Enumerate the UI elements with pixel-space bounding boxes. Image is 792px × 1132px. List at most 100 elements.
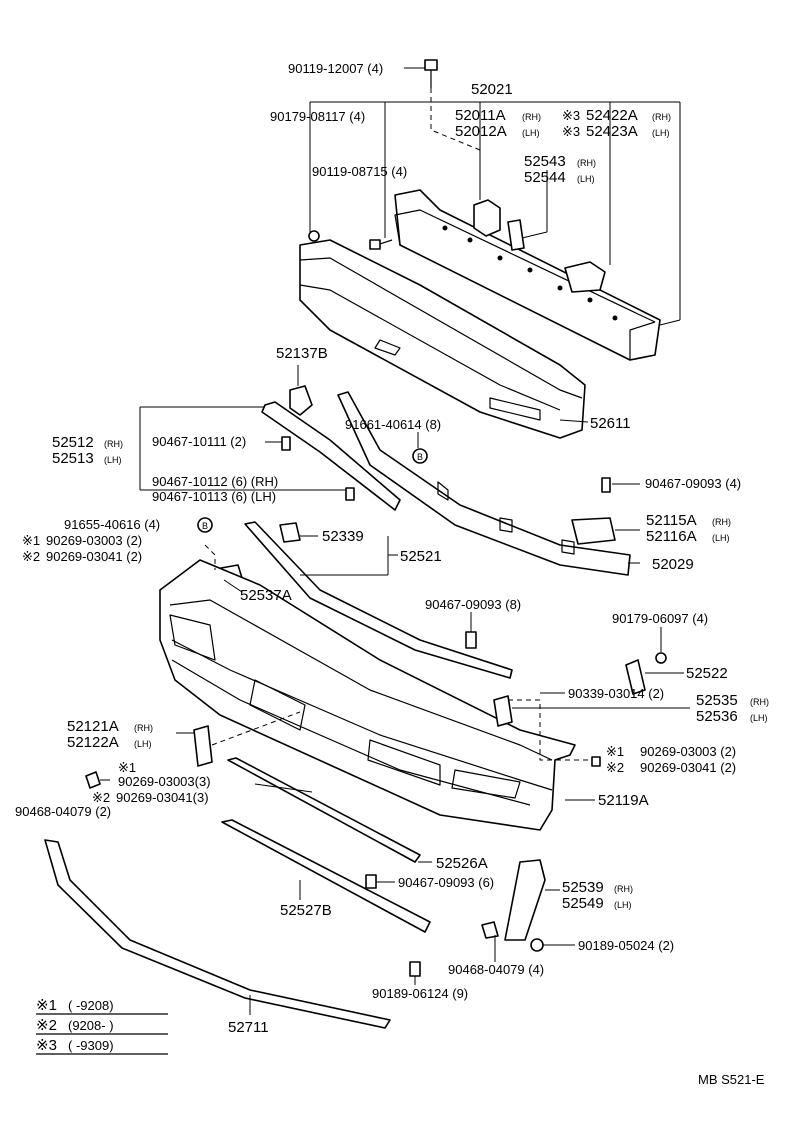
label-52011a: 52011A [455,107,506,124]
label-52422a: 52422A [586,107,638,124]
bracket-52115a [571,517,616,545]
clip-91661-40614: B [412,448,428,464]
label-52137b: 52137B [276,345,328,362]
label-52116a: 52116A [646,528,697,545]
legend: ※1 ( -9208) ※2 (9208- ) ※3 ( -9309) [36,997,168,1055]
label-52549: 52549 [562,895,604,912]
mark-b-label-2: B [202,521,208,531]
label-52543: 52543 [524,153,566,170]
label-90269-03041-b: 90269-03041(3) [116,790,209,805]
legend-range-1: ( -9208) [68,998,114,1013]
part-labels: 90119-12007 (4) 52021 90179-08117 (4) 52… [15,61,769,1036]
label-52121a: 52121A [67,718,119,735]
label-90467-09093-c: 90467-09093 (6) [398,875,494,890]
bracket-52422a [564,261,606,293]
legend-range-3: ( -9309) [68,1038,114,1053]
label-52527b: 52527B [280,902,332,919]
label-star1-a: ※1 [22,533,40,548]
retainer-52512 [261,401,401,511]
screw-90189-05024 [530,938,544,952]
clip-90467-09093-b [465,631,477,649]
label-52513-side: (LH) [104,455,122,465]
label-91661-40614: 91661-40614 (8) [345,417,441,432]
reinforcement-52526a [227,757,421,863]
label-91655-40616: 91655-40616 (4) [64,517,160,532]
label-52116a-side: (LH) [712,533,730,543]
label-52611: 52611 [590,415,631,432]
label-star3-a: ※3 [562,108,580,123]
label-52536: 52536 [696,708,738,725]
label-52121a-side: (RH) [134,723,153,733]
label-90467-10113: 90467-10113 (6) (LH) [152,489,276,504]
legend-range-2: (9208- ) [68,1018,114,1033]
bumper-reinforcement-52021 [394,189,661,361]
bracket-52522 [625,659,646,695]
bolt-90119-08715 [369,239,393,250]
bracket-52535 [493,695,513,727]
label-90339-03014: 90339-03014 (2) [568,686,664,701]
label-52115a: 52115A [646,512,697,529]
label-star2-b: ※2 [92,790,110,805]
bolt-90119-12007 [424,59,438,88]
label-52539: 52539 [562,879,604,896]
label-52422a-side: (RH) [652,112,671,122]
label-52011a-side: (RH) [522,112,541,122]
nut-90179-06097 [655,652,667,664]
label-90189-06124: 90189-06124 (9) [372,986,468,1001]
mark-b-label: B [417,452,423,462]
clip-90467-10111 [281,436,291,451]
nut-90179-08117 [308,230,320,242]
label-52711: 52711 [228,1019,269,1036]
label-52539-side: (RH) [614,884,633,894]
spacer-52543 [507,219,525,251]
retainer-52521 [244,521,513,679]
bracket-52121a [193,725,213,767]
clip-90468-04079-b [481,921,499,939]
diagram-code: MB S521-E [698,1072,765,1087]
label-52122a-side: (LH) [134,739,152,749]
legend-mark-2: ※2 [36,1017,57,1034]
label-52513: 52513 [52,450,94,467]
clip-90468-04079-a [85,771,101,789]
label-52512-side: (RH) [104,439,123,449]
label-52012a-side: (LH) [522,128,540,138]
label-52115a-side: (RH) [712,517,731,527]
label-90468-04079-b: 90468-04079 (4) [448,962,544,977]
label-52021: 52021 [471,81,513,98]
label-52537a: 52537A [240,587,292,604]
label-52423a: 52423A [586,123,638,140]
label-52423a-side: (LH) [652,128,670,138]
label-52543-side: (RH) [577,158,596,168]
label-52029: 52029 [652,556,694,573]
label-90468-04079-a: 90468-04079 (2) [15,804,111,819]
retainer-52029 [337,391,631,576]
clip-90269-03003-c [591,756,601,767]
label-90269-03003-b: 90269-03003(3) [118,774,211,789]
label-52544: 52544 [524,169,566,186]
label-90269-03003-a: 90269-03003 (2) [46,533,142,548]
clip-90467-10112 [345,487,355,501]
label-90269-03041-a: 90269-03041 (2) [46,549,142,564]
legend-mark-1: ※1 [36,997,57,1014]
label-90119-08715: 90119-08715 (4) [312,164,407,179]
moulding-52711 [44,839,391,1029]
label-52535: 52535 [696,692,738,709]
label-90467-09093-b: 90467-09093 (8) [425,597,521,612]
legend-mark-3: ※3 [36,1037,57,1054]
bumper-cover-52119a [159,559,576,831]
label-52536-side: (LH) [750,713,768,723]
spacer-52339 [279,522,301,543]
label-star2-a: ※2 [22,549,40,564]
label-90269-03041-c: 90269-03041 (2) [640,760,736,775]
label-52544-side: (LH) [577,174,595,184]
clip-90467-09093-c [365,874,377,889]
label-90119-12007: 90119-12007 (4) [288,61,383,76]
label-52549-side: (LH) [614,900,632,910]
label-52512: 52512 [52,434,94,451]
label-52526a: 52526A [436,855,488,872]
label-star3-b: ※3 [562,124,580,139]
label-90179-06097: 90179-06097 (4) [612,611,708,626]
label-52012a: 52012A [455,123,507,140]
label-90269-03003-c: 90269-03003 (2) [640,744,736,759]
